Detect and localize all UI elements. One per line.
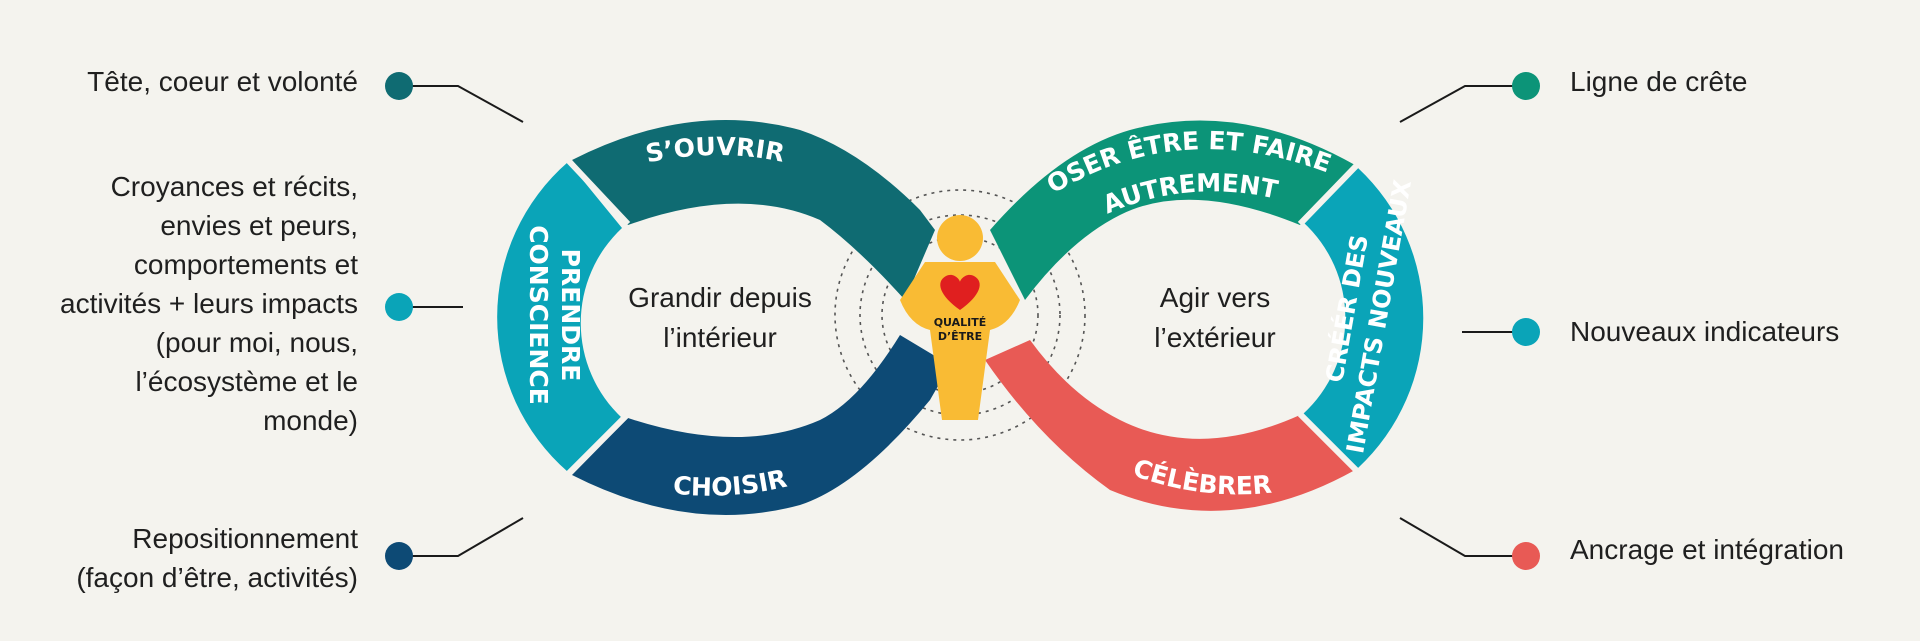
band-prendre-conscience — [497, 162, 622, 472]
figure-label-line2: D’ÊTRE — [938, 330, 982, 343]
annotation-indicateurs-text: Nouveaux indicateurs — [1570, 316, 1840, 347]
annotation-nouveaux-indicateurs: Nouveaux indicateurs — [1570, 312, 1910, 351]
segment-separators — [563, 155, 1361, 479]
dot-nouveaux-indicateurs — [1512, 318, 1540, 346]
figure-label-line1: QUALITÉ — [934, 316, 987, 329]
annotation-ligne-text: Ligne de crête — [1570, 66, 1748, 97]
dot-repositionnement — [385, 542, 413, 570]
label-prendre-line1: PRENDRE — [556, 249, 585, 382]
dotted-ring-middle — [859, 214, 1061, 416]
dotted-ring-outer — [834, 189, 1086, 441]
croyances-line: comportements et — [133, 249, 358, 280]
center-left-line1: Grandir depuis — [628, 282, 812, 313]
center-text-right: Agir vers l’extérieur — [1100, 278, 1330, 358]
repositionnement-line: Repositionnement — [132, 523, 358, 554]
croyances-line: activités + leurs impacts — [60, 288, 358, 319]
annotation-croyances: Croyances et récits, envies et peurs, co… — [0, 167, 358, 440]
dot-ancrage — [1512, 542, 1540, 570]
band-celebrer — [985, 340, 1355, 511]
figure-body — [900, 262, 1020, 420]
dot-croyances — [385, 293, 413, 321]
croyances-line: (pour moi, nous, — [155, 327, 358, 358]
heart-icon — [940, 274, 980, 310]
annotation-tete-coeur: Tête, coeur et volonté — [0, 62, 358, 101]
center-left-line2: l’intérieur — [663, 322, 777, 353]
center-right-line1: Agir vers — [1159, 282, 1271, 313]
band-oser-etre — [990, 120, 1355, 301]
figure-head — [937, 215, 983, 261]
annotation-ligne-crete: Ligne de crête — [1570, 62, 1910, 101]
repositionnement-line: (façon d’être, activités) — [76, 562, 358, 593]
qualite-figure: QUALITÉ D’ÊTRE — [900, 215, 1020, 420]
croyances-line: l’écosystème et le — [135, 366, 358, 397]
dot-tete-coeur — [385, 72, 413, 100]
band-s-ouvrir — [572, 120, 935, 300]
annotation-tete-text: Tête, coeur et volonté — [87, 66, 358, 97]
annotation-ancrage: Ancrage et intégration — [1570, 530, 1910, 569]
dot-ligne-crete — [1512, 72, 1540, 100]
band-choisir — [572, 335, 950, 515]
annotation-repositionnement: Repositionnement (façon d’être, activité… — [0, 519, 358, 597]
croyances-line: envies et peurs, — [160, 210, 358, 241]
label-prendre-line2: CONSCIENCE — [524, 225, 553, 405]
annotation-ancrage-text: Ancrage et intégration — [1570, 534, 1844, 565]
center-right-line2: l’extérieur — [1154, 322, 1276, 353]
band-creer-impacts — [1303, 168, 1424, 468]
croyances-line: monde) — [263, 405, 358, 436]
center-text-left: Grandir depuis l’intérieur — [605, 278, 835, 358]
croyances-line: Croyances et récits, — [110, 171, 358, 202]
